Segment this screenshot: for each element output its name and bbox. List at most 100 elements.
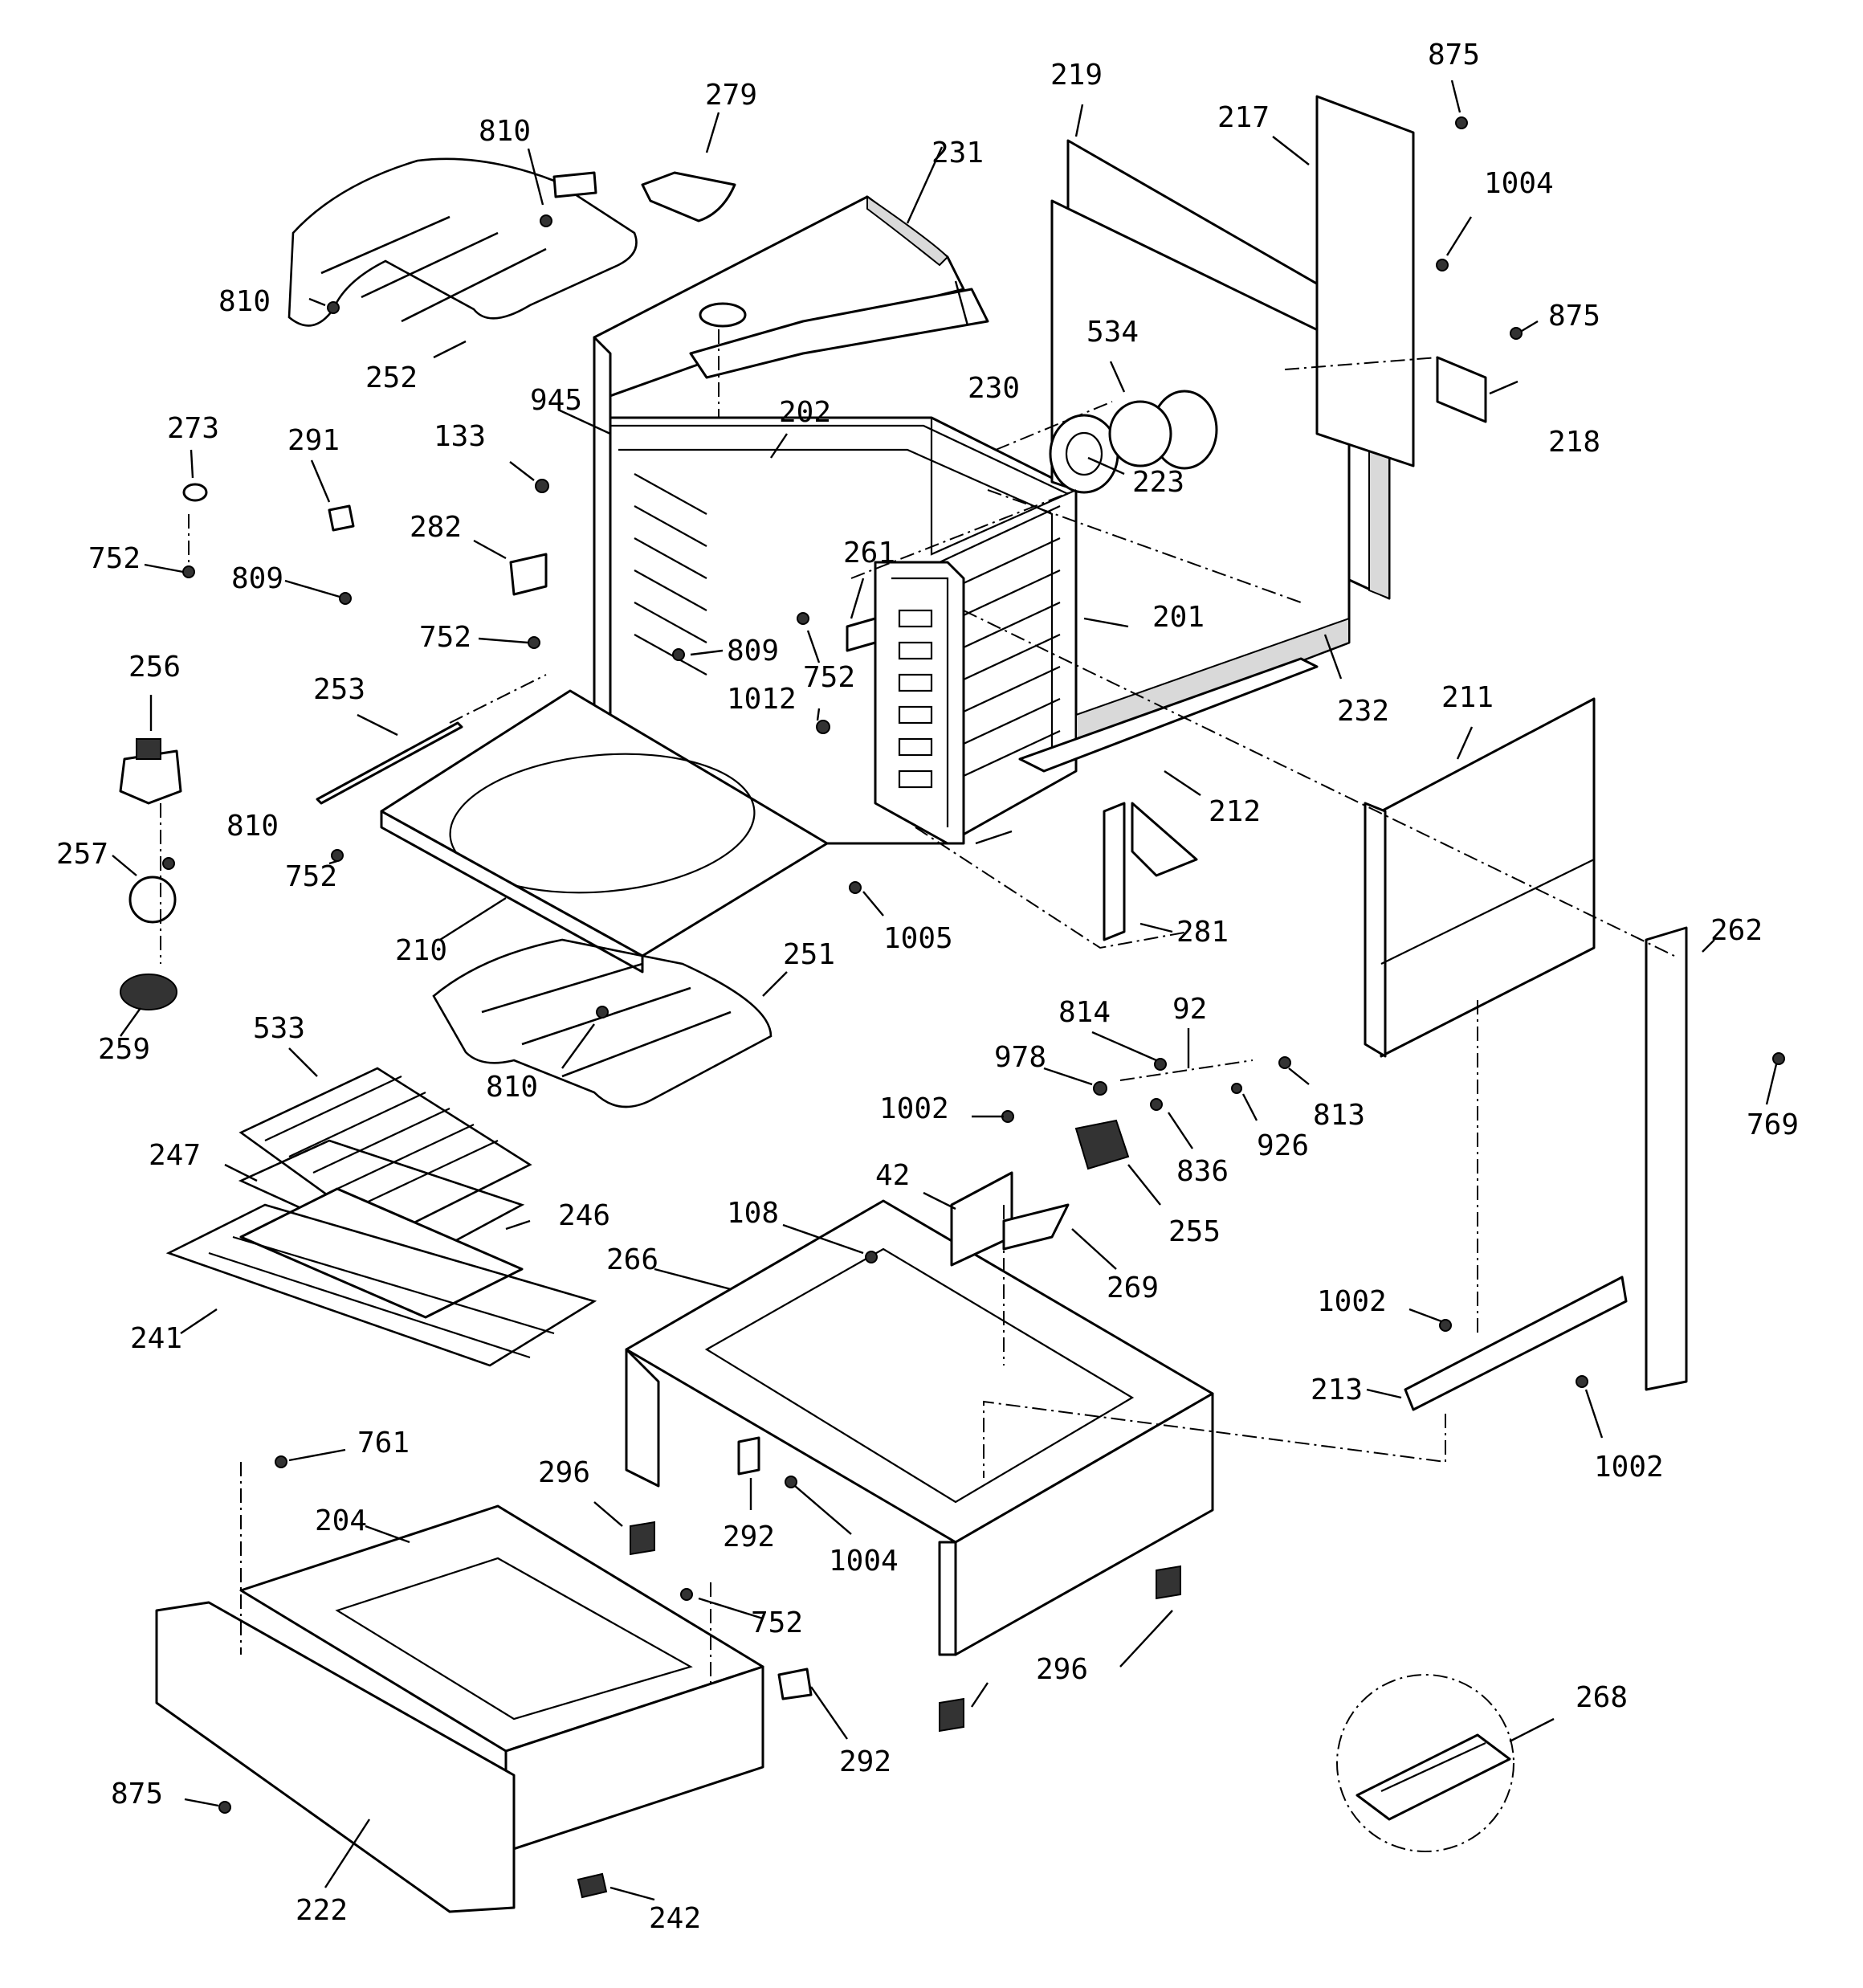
probe-253 [316, 721, 463, 805]
screw-1004a [1436, 259, 1449, 271]
label-231: 231 [932, 137, 984, 169]
label-256: 256 [128, 651, 181, 684]
screw-809a [339, 592, 352, 605]
label-273: 273 [167, 412, 219, 445]
label-810: 810 [479, 115, 531, 148]
label-752-probe: 752 [285, 860, 337, 893]
label-259: 259 [98, 1033, 150, 1066]
part-labels: 875 219 217 279 810 231 1004 875 810 252… [56, 39, 1799, 1935]
screw-761 [275, 1455, 287, 1468]
label-257: 257 [56, 838, 108, 871]
label-247: 247 [149, 1139, 201, 1172]
screw-133 [535, 479, 549, 493]
label-752-mid: 752 [419, 621, 471, 654]
screw-875a [1455, 116, 1468, 129]
screw-814 [1154, 1058, 1167, 1071]
label-809: 809 [231, 562, 283, 595]
label-242: 242 [649, 1902, 701, 1935]
screw-875b [1510, 327, 1523, 340]
label-246: 246 [558, 1199, 610, 1232]
label-219: 219 [1050, 59, 1103, 92]
label-1012: 1012 [727, 683, 797, 716]
screw-978 [1093, 1081, 1107, 1096]
label-213: 213 [1311, 1374, 1363, 1406]
screw-1005 [849, 881, 862, 894]
vent-cover-279 [641, 171, 736, 222]
slide-clip-292b [777, 1668, 813, 1700]
broil-pan-246 [239, 1187, 524, 1319]
label-769: 769 [1747, 1108, 1799, 1141]
screw-752c [797, 612, 809, 625]
bake-element-251 [432, 938, 773, 1108]
label-211: 211 [1441, 681, 1494, 714]
label-1002-lower: 1002 [1594, 1451, 1664, 1484]
label-282: 282 [410, 511, 462, 544]
label-761: 761 [357, 1427, 410, 1459]
label-230: 230 [968, 372, 1020, 405]
label-92: 92 [1172, 993, 1207, 1026]
label-809-mid: 809 [727, 635, 779, 667]
label-210: 210 [395, 934, 447, 967]
clip-291 [328, 504, 355, 532]
label-292: 292 [723, 1521, 775, 1553]
slide-clip-292a [737, 1436, 760, 1476]
label-269: 269 [1107, 1272, 1159, 1304]
bracket-269 [1002, 1203, 1070, 1251]
screw-813 [1278, 1056, 1291, 1069]
hinge-281 [1103, 802, 1198, 941]
label-133: 133 [434, 420, 486, 453]
label-255: 255 [1168, 1215, 1221, 1248]
screws [162, 116, 1785, 1814]
label-291: 291 [287, 424, 340, 457]
label-251: 251 [783, 938, 835, 971]
screw-810a [540, 214, 552, 227]
label-836: 836 [1176, 1155, 1229, 1188]
label-212: 212 [1209, 795, 1261, 828]
label-232: 232 [1337, 695, 1389, 728]
label-810-bake: 810 [486, 1071, 538, 1104]
label-281: 281 [1176, 916, 1229, 949]
assembly-lines [160, 329, 1675, 1683]
label-534: 534 [1086, 316, 1139, 349]
label-223: 223 [1132, 466, 1184, 499]
oven-bottom-210 [380, 689, 829, 974]
screw-1004b [785, 1476, 797, 1488]
label-945: 945 [530, 384, 582, 417]
screw-836 [1150, 1098, 1163, 1111]
bracket-218 [1436, 356, 1487, 423]
label-202: 202 [779, 396, 831, 429]
label-296: 296 [538, 1456, 590, 1489]
label-875-right: 875 [1548, 300, 1600, 333]
side-trim-262 [1645, 926, 1688, 1391]
label-108: 108 [727, 1197, 779, 1230]
base-frame-266 [625, 1199, 1214, 1656]
brace-213 [1404, 1276, 1628, 1411]
screw-752b [528, 636, 540, 649]
screw-809b [672, 648, 685, 661]
label-533: 533 [253, 1012, 305, 1045]
label-204: 204 [315, 1504, 367, 1537]
cup-282 [509, 553, 548, 596]
grommet-273 [182, 483, 208, 502]
label-268: 268 [1576, 1681, 1628, 1714]
label-201: 201 [1152, 601, 1205, 634]
label-1005: 1005 [883, 922, 953, 955]
screw-108 [865, 1251, 878, 1263]
label-296-lower: 296 [1036, 1653, 1088, 1686]
screw-1012 [816, 720, 830, 734]
convection-fan-223 [1049, 400, 1172, 494]
detail-circle-268 [1336, 1674, 1514, 1852]
label-42: 42 [875, 1159, 910, 1192]
label-217: 217 [1217, 101, 1270, 134]
leader-lines [112, 80, 1778, 1901]
terminal-block-255 [1074, 1119, 1130, 1170]
label-292-lower: 292 [839, 1745, 891, 1778]
label-1004-lower: 1004 [829, 1545, 899, 1578]
sensor-261 [846, 617, 877, 652]
screw-875c [218, 1801, 231, 1814]
side-panel-211 [1364, 697, 1596, 1058]
light-socket-256 [119, 749, 182, 805]
label-1002-brace: 1002 [1317, 1285, 1387, 1318]
bracket-42 [950, 1171, 1013, 1267]
